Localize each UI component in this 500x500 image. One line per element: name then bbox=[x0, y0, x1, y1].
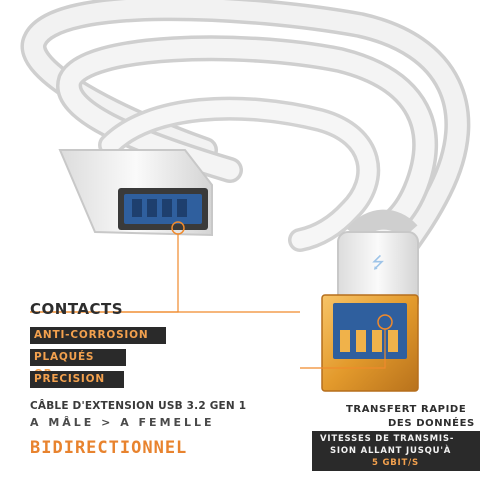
speed-text-line-2: SION ALLANT JUSQU'À bbox=[330, 446, 452, 456]
transfer-title-line-1: TRANSFERT RAPIDE bbox=[346, 404, 467, 415]
feature-tag-gold-plated: PLAQUÉS OR bbox=[30, 349, 126, 380]
speed-info-box bbox=[312, 431, 480, 471]
male-connector: ⭍ bbox=[321, 209, 419, 392]
contacts-title: CONTACTS bbox=[30, 300, 124, 318]
feature-tag-precision: PRECISION bbox=[30, 371, 124, 388]
bidirectional-banner: BIDIRECTIONNEL bbox=[30, 438, 188, 458]
female-connector bbox=[58, 149, 213, 237]
callout-lines bbox=[30, 234, 386, 369]
transfer-title-line-2: DES DONNÉES bbox=[388, 418, 475, 429]
feature-tag-anti-corrosion: ANTI-CORROSION bbox=[30, 327, 166, 344]
cable-coil bbox=[20, 0, 471, 283]
connector-types: A MÂLE > A FEMELLE bbox=[30, 416, 215, 429]
usb-symbol-icon: ⭍ bbox=[371, 253, 384, 272]
product-description: CÂBLE D'EXTENSION USB 3.2 GEN 1 bbox=[30, 400, 247, 412]
speed-value: 5 GBIT/S bbox=[372, 458, 419, 468]
speed-text-line-1: VITESSES DE TRANSMIS- bbox=[320, 434, 455, 444]
